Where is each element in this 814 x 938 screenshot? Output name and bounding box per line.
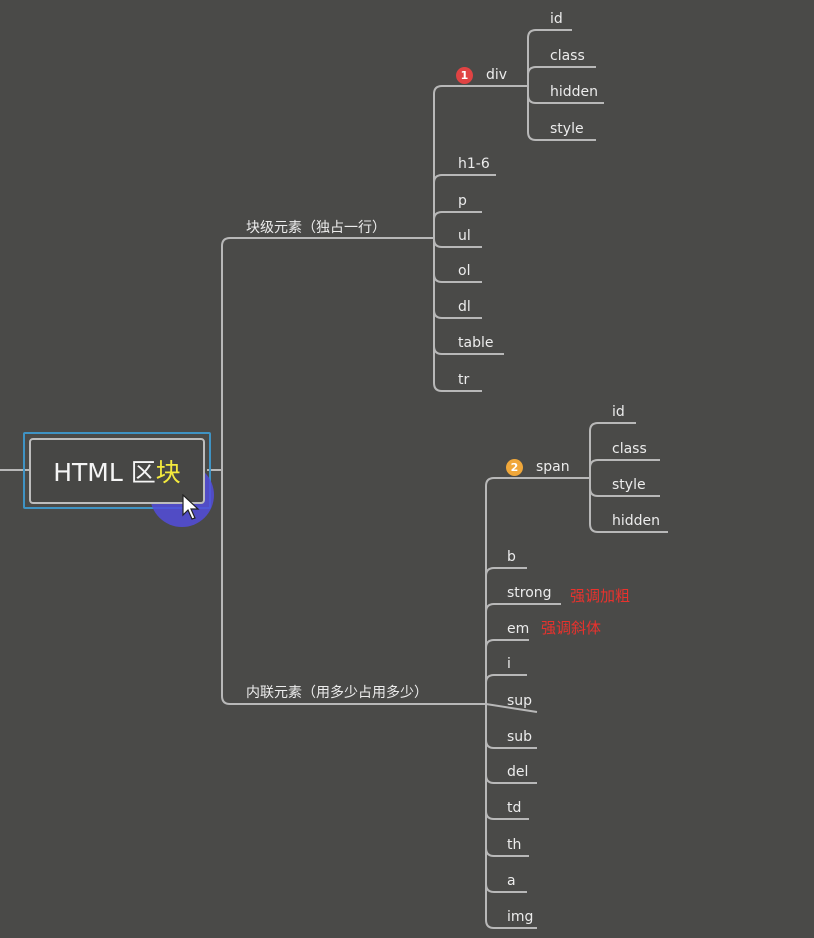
node-a[interactable]: a [507,873,516,889]
node-tr[interactable]: tr [458,372,470,388]
node-th[interactable]: th [507,837,522,853]
node-em[interactable]: em [507,621,530,637]
priority-2-icon: 2 [506,459,523,476]
node-strong[interactable]: strong [507,585,552,601]
root-node-highlight: 块 [155,458,181,487]
note-strong: 强调加粗 [570,587,631,605]
node-i[interactable]: i [507,656,511,672]
node-b[interactable]: b [507,549,516,565]
root-node[interactable]: HTML 区块 [29,438,205,504]
node-ul[interactable]: ul [458,228,471,244]
node-inline-elements[interactable]: 内联元素（用多少占用多少） [246,685,428,701]
node-div-id[interactable]: id [550,11,563,27]
root-node-text: HTML 区 [53,458,156,487]
node-span-id[interactable]: id [612,404,625,420]
node-sup[interactable]: sup [507,693,533,709]
note-em: 强调斜体 [541,619,602,637]
selection-outline [23,432,211,509]
node-span[interactable]: span [536,459,570,475]
mouse-pointer-icon [182,494,200,520]
node-div-class[interactable]: class [550,48,585,64]
node-h1-6[interactable]: h1-6 [458,156,490,172]
node-td[interactable]: td [507,800,522,816]
node-img[interactable]: img [507,909,534,925]
node-div-style[interactable]: style [550,121,584,137]
node-span-class[interactable]: class [612,441,647,457]
node-table[interactable]: table [458,335,494,351]
node-block-elements[interactable]: 块级元素（独占一行） [246,220,386,236]
priority-1-icon: 1 [456,67,473,84]
node-div[interactable]: div [486,67,508,83]
node-ol[interactable]: ol [458,263,471,279]
node-del[interactable]: del [507,764,529,780]
node-span-style[interactable]: style [612,477,646,493]
node-dl[interactable]: dl [458,299,471,315]
node-div-hidden[interactable]: hidden [550,84,599,100]
node-span-hidden[interactable]: hidden [612,513,661,529]
node-sub[interactable]: sub [507,729,533,745]
node-p[interactable]: p [458,193,467,209]
